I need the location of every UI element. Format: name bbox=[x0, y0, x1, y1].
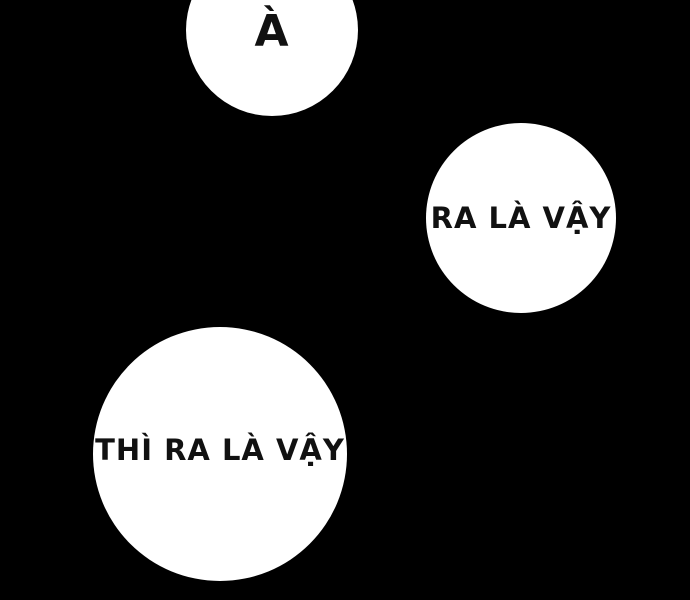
speech-bubble-top: À bbox=[186, 0, 358, 116]
speech-bubble-bottom-left-text: THÌ RA LÀ VẬY bbox=[95, 432, 345, 467]
speech-bubble-right-text: RA LÀ VẬY bbox=[430, 200, 612, 235]
speech-bubble-right: RA LÀ VẬY bbox=[426, 123, 616, 313]
speech-bubble-top-text: À bbox=[254, 6, 290, 57]
speech-bubble-bottom-left: THÌ RA LÀ VẬY bbox=[93, 327, 347, 581]
